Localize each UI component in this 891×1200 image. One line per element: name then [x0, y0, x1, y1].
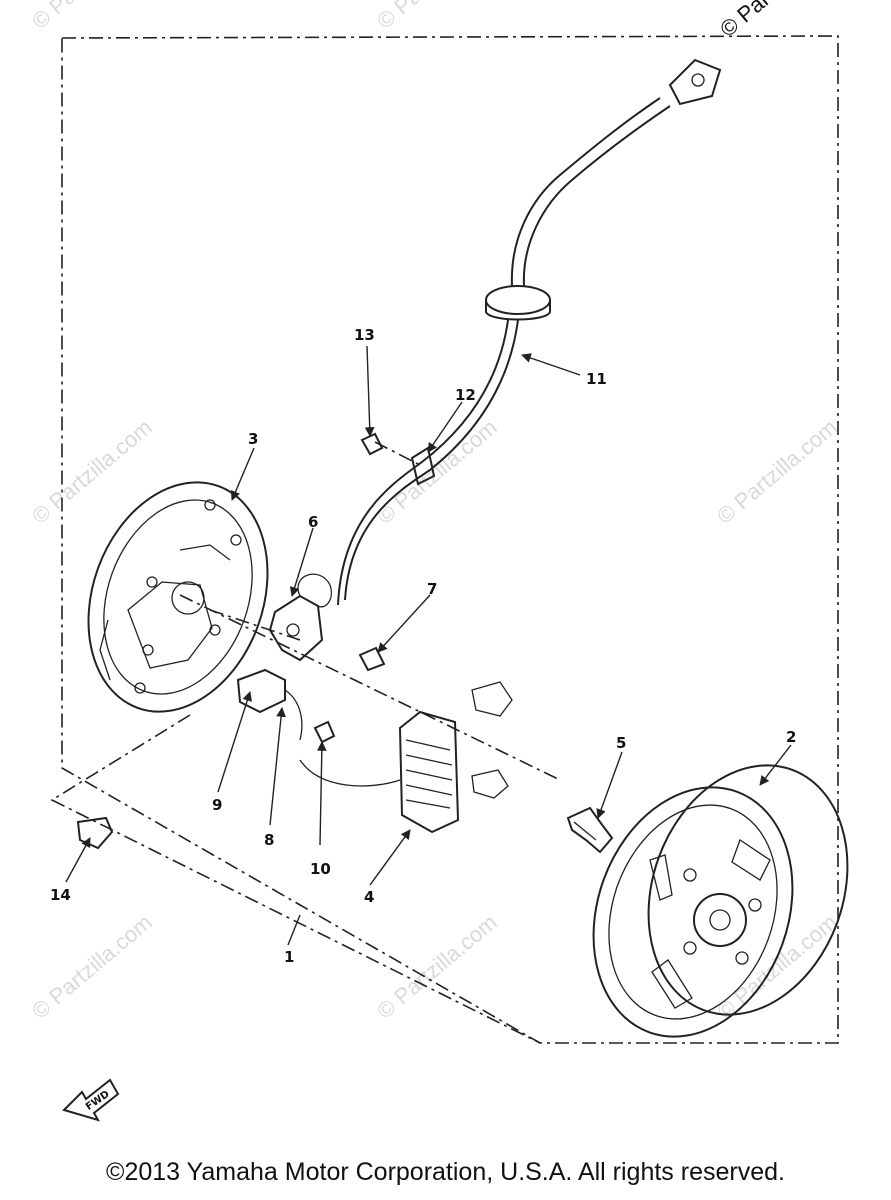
stator-plate — [87, 481, 269, 713]
callout-14: 14 — [50, 886, 71, 904]
wire-clamp — [410, 446, 436, 486]
watermark: © Partzilla.com — [372, 909, 502, 1023]
callout-3: 3 — [248, 430, 258, 448]
bolt-14 — [76, 816, 114, 850]
callout-5: 5 — [616, 734, 626, 752]
fwd-arrow-icon: FWD — [62, 1078, 120, 1122]
callout-11: 11 — [586, 370, 607, 388]
callout-12: 12 — [455, 386, 476, 404]
leader-lines — [65, 345, 792, 946]
assembly-outline-lower — [50, 714, 541, 1044]
watermark: © Partzilla.com — [372, 0, 502, 34]
watermark: © Partzilla.com — [712, 909, 842, 1023]
watermark-group: © Partzilla.com © Partzilla.com © Partzi… — [27, 0, 842, 1024]
bolt-5 — [566, 806, 614, 854]
screw-7 — [358, 646, 386, 672]
assembly-centerline — [374, 441, 421, 466]
assembly-centerline — [209, 609, 301, 641]
assembly-outline — [61, 35, 839, 1044]
watermark: © Partzilla.com — [27, 0, 157, 34]
ignition-coil — [299, 710, 460, 834]
callout-2: 2 — [786, 728, 796, 746]
assembly-centerline — [179, 594, 561, 781]
contact-breaker — [268, 573, 332, 662]
callout-7: 7 — [427, 580, 437, 598]
flywheel-rotor — [592, 764, 849, 1038]
condenser — [236, 668, 303, 741]
coil-bracket — [471, 769, 509, 799]
callout-6: 6 — [308, 513, 318, 531]
callout-1: 1 — [284, 948, 294, 966]
coil-bracket — [471, 681, 513, 717]
callout-4: 4 — [364, 888, 374, 906]
callout-9: 9 — [212, 796, 222, 814]
callout-labels: 1 2 3 4 5 6 7 8 9 10 11 12 13 14 — [50, 326, 796, 966]
watermark: © Partzilla.com — [27, 414, 157, 528]
callout-13: 13 — [354, 326, 375, 344]
watermark: © Partzilla.com — [27, 909, 157, 1023]
lead-wire — [337, 58, 722, 606]
screw-10 — [313, 720, 336, 744]
copyright-notice: ©2013 Yamaha Motor Corporation, U.S.A. A… — [106, 1158, 785, 1186]
watermark: © Partzilla.com — [712, 414, 842, 528]
callout-8: 8 — [264, 831, 274, 849]
watermark: © Partzilla.com — [372, 414, 502, 528]
callout-10: 10 — [310, 860, 331, 878]
